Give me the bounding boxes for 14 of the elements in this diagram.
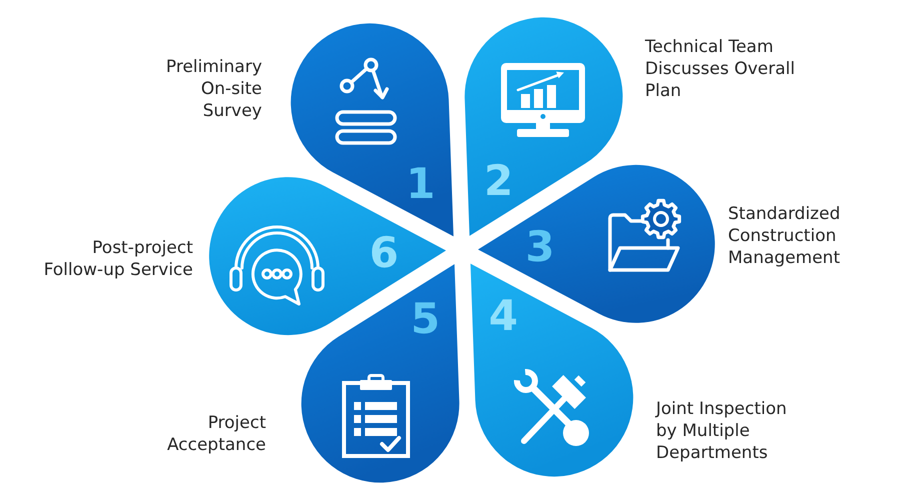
step-number: 3 — [525, 226, 555, 268]
step-number: 4 — [488, 295, 518, 338]
step-title: Standardized Construction Management — [728, 203, 842, 269]
step-number: 5 — [410, 298, 440, 340]
step-number: 6 — [369, 232, 399, 274]
teardrop-petal — [470, 263, 634, 477]
step-title: Project Acceptance — [166, 412, 266, 456]
step-title: Joint Inspection by Multiple Departments — [656, 398, 788, 464]
step-title: Technical Team Discusses Overall Plan — [645, 36, 796, 102]
teardrop-petal — [290, 23, 454, 237]
step-title: Preliminary On-site Survey — [165, 56, 262, 122]
step-title: Post-project Follow-up Service — [42, 237, 193, 281]
step-number: 2 — [484, 160, 514, 202]
step-number: 1 — [406, 162, 436, 205]
